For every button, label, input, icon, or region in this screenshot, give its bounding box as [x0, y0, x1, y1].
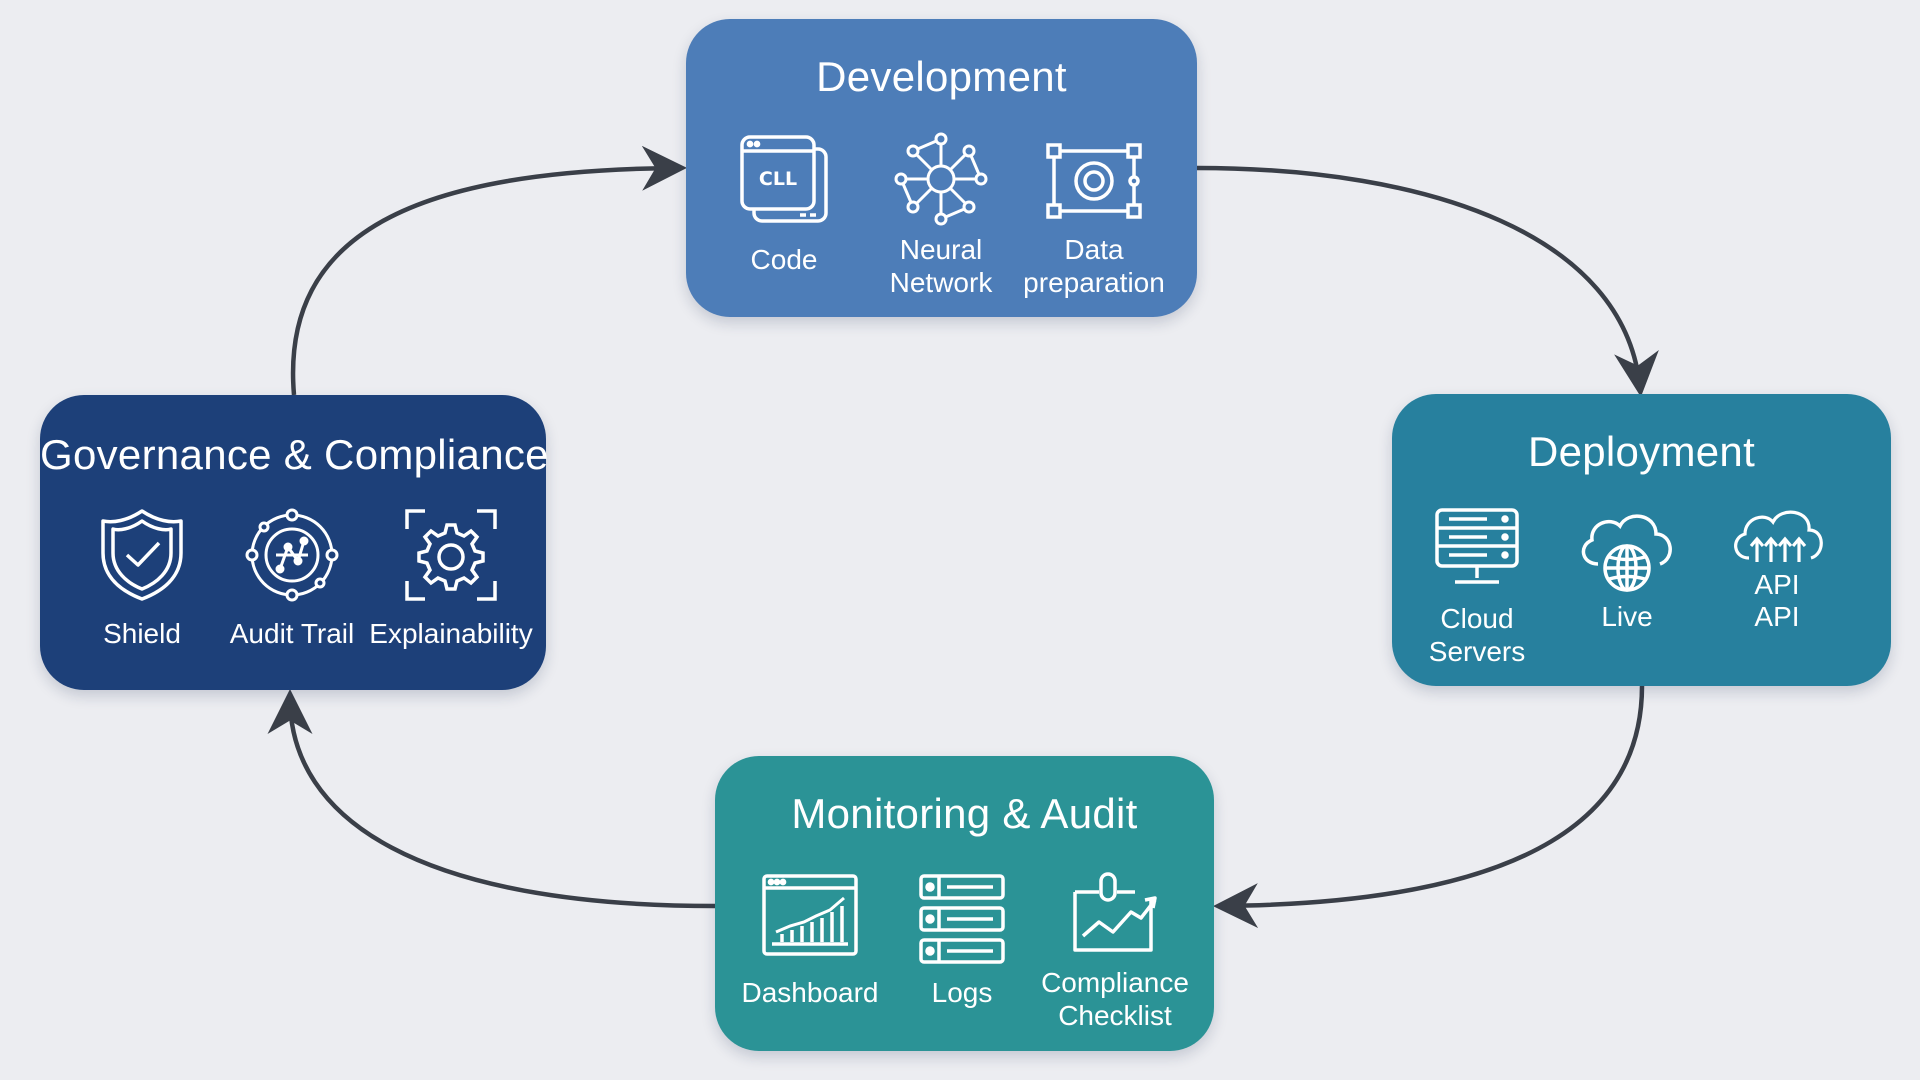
compliance-checklist-item: Compliance Checklist: [1030, 870, 1200, 1032]
shield-label: Shield: [103, 618, 181, 649]
data-preparation-icon: [1046, 143, 1142, 219]
neural-network-label: Neural Network: [889, 234, 993, 298]
server-icon: [1435, 508, 1519, 584]
deployment-stage: Deployment Cloud Servers Live: [1392, 394, 1891, 686]
code-window-icon: CLL: [740, 135, 828, 223]
development-stage: Development CLL Code: [686, 19, 1197, 317]
monitoring-audit-title: Monitoring & Audit: [791, 790, 1138, 837]
dashboard-label: Dashboard: [741, 977, 879, 1008]
arrow-deployment-to-monitoring: [1213, 685, 1645, 929]
explainability-label: Explainability: [369, 618, 533, 649]
logs-list-icon: [919, 874, 1005, 964]
logs-label: Logs: [931, 977, 993, 1008]
api-label: API: [1754, 601, 1800, 632]
cloud-servers-item: Cloud Servers: [1392, 506, 1562, 668]
data-preparation-item: Data preparation: [1009, 129, 1179, 299]
explainability-item: Explainability: [366, 507, 536, 650]
neural-network-item: Neural Network: [856, 129, 1026, 299]
cloud-globe-icon: [1581, 514, 1672, 592]
neural-network-icon: [894, 132, 988, 226]
logs-item: Logs: [877, 872, 1047, 1009]
live-label: Live: [1601, 601, 1653, 632]
cloud-servers-label: Cloud Servers: [1428, 603, 1526, 667]
gear-focus-icon: [405, 509, 497, 601]
monitoring-audit-stage: Monitoring & Audit Dashboard Logs: [715, 756, 1214, 1051]
svg-text:CLL: CLL: [759, 168, 797, 190]
code-label: Code: [750, 244, 818, 275]
live-item: Live: [1542, 506, 1712, 633]
cloud-upload-icon: API: [1734, 510, 1823, 600]
audit-trail-item: Audit Trail: [207, 507, 377, 650]
api-item: API API: [1692, 504, 1862, 633]
code-item: CLL Code: [699, 131, 869, 276]
compliance-checklist-label: Compliance Checklist: [1041, 967, 1189, 1031]
dashboard-chart-icon: [762, 874, 858, 956]
governance-compliance-title: Governance & Compliance: [40, 431, 549, 478]
arrow-monitoring-to-governance: [267, 689, 716, 909]
arrow-development-to-deployment: [1196, 165, 1659, 397]
audit-trail-label: Audit Trail: [229, 618, 355, 649]
deployment-title: Deployment: [1527, 428, 1756, 475]
development-title: Development: [816, 53, 1067, 100]
svg-text:API: API: [1754, 569, 1799, 600]
audit-trail-icon: [245, 508, 339, 602]
shield-check-icon: [101, 509, 183, 601]
compliance-checklist-icon: [1073, 872, 1157, 952]
arrow-governance-to-development: [290, 145, 687, 396]
dashboard-item: Dashboard: [725, 872, 895, 1009]
governance-compliance-stage: Governance & Compliance Shield Audit Tra…: [40, 395, 549, 690]
data-preparation-label: Data preparation: [1023, 234, 1165, 298]
shield-item: Shield: [57, 507, 227, 650]
